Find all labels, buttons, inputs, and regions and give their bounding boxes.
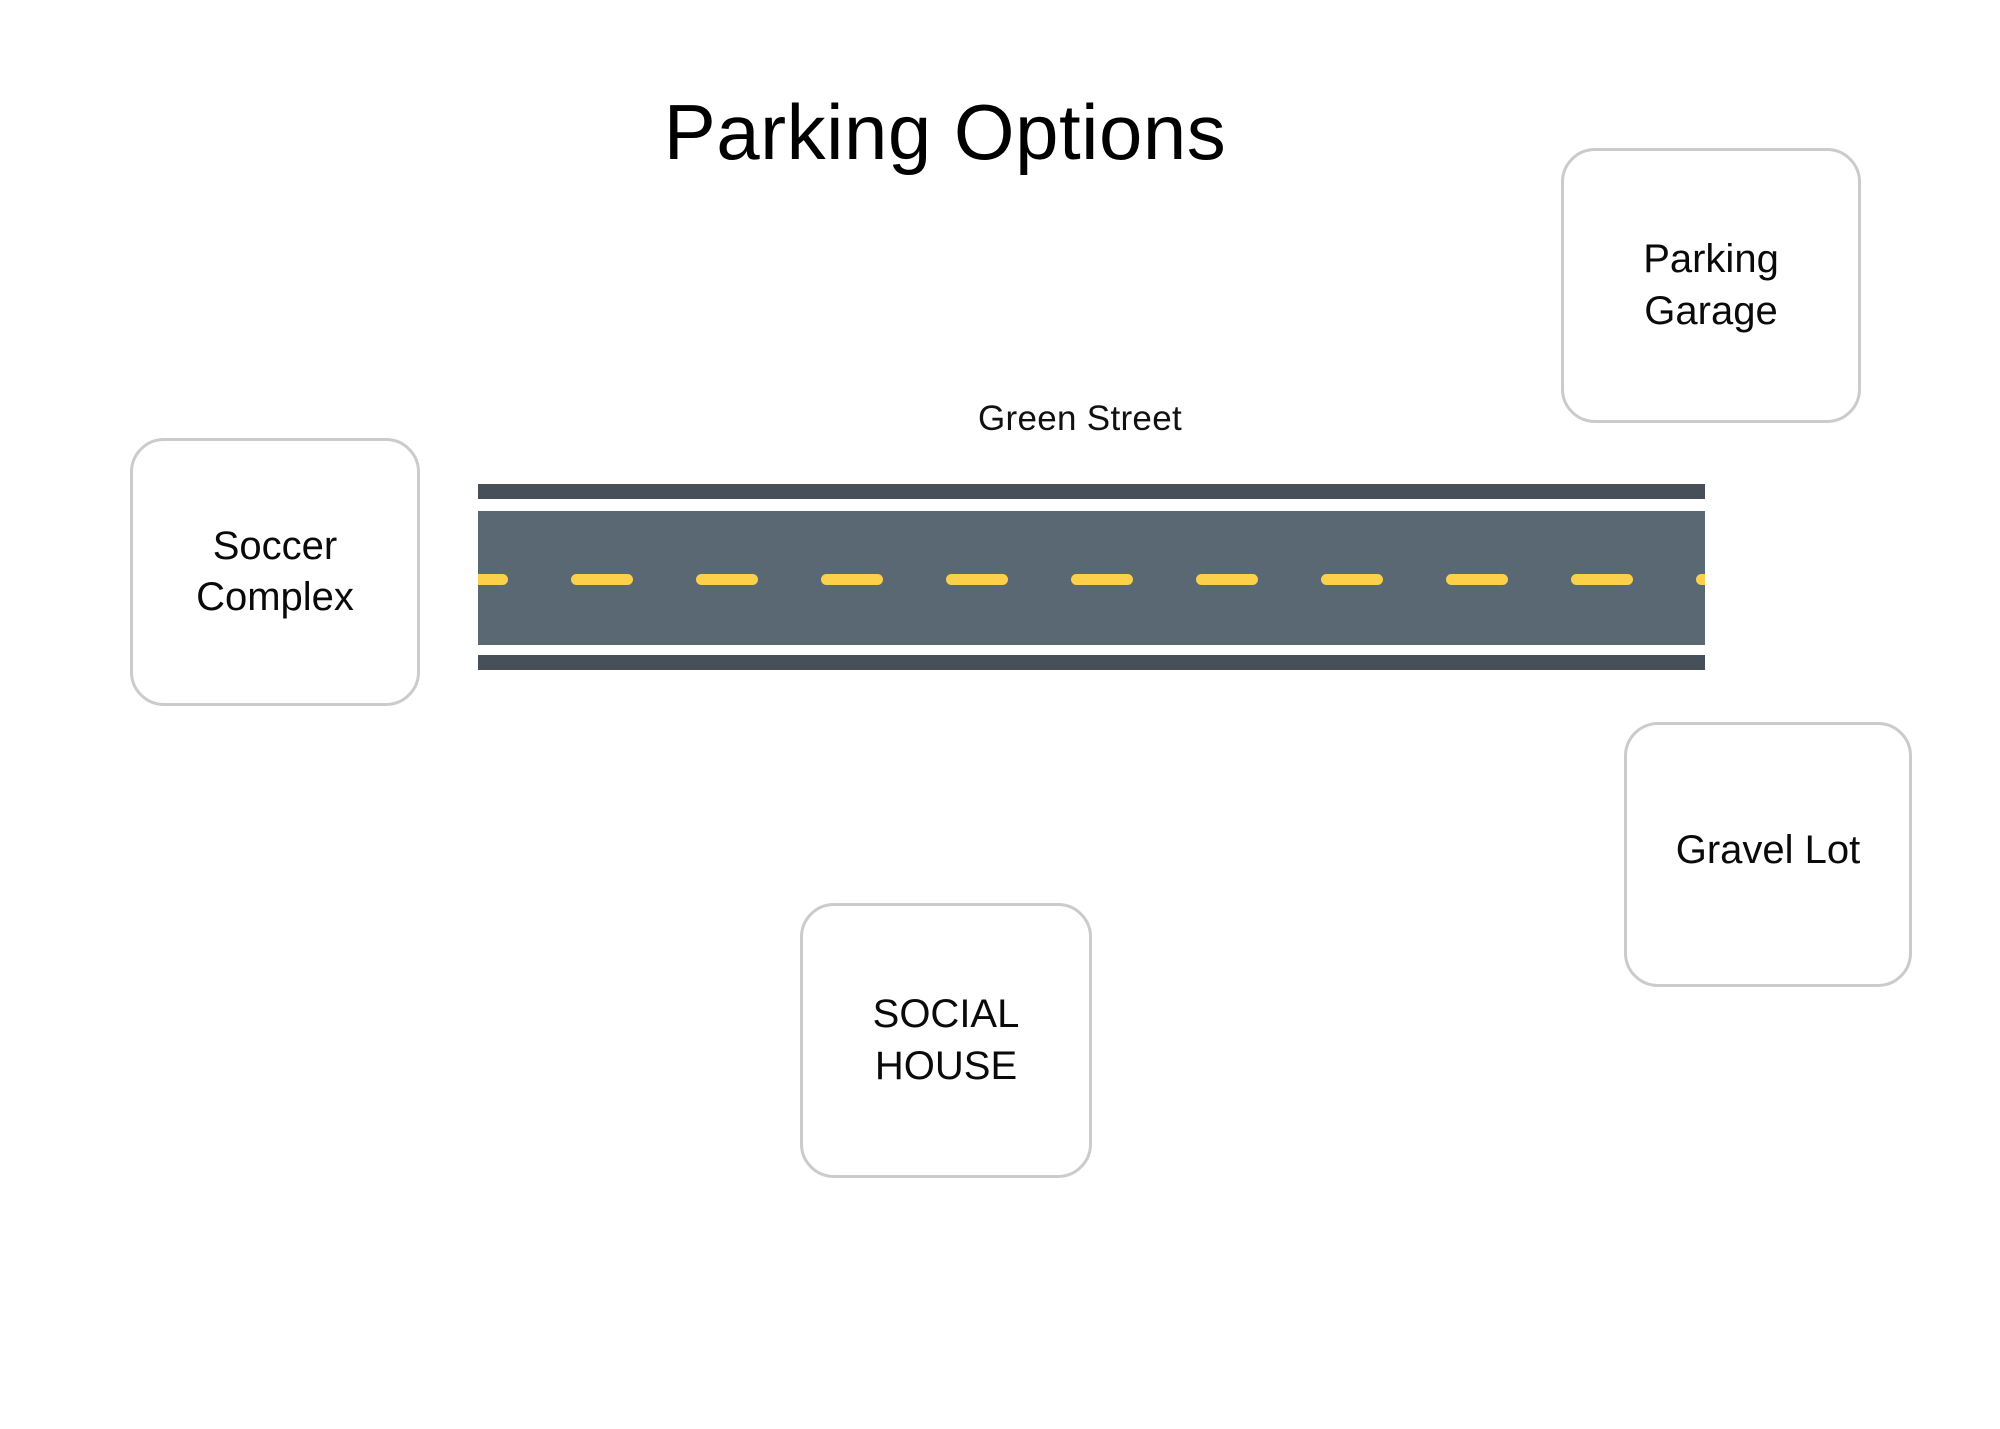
center-line-dash — [1571, 574, 1633, 585]
center-line-dash — [1071, 574, 1133, 585]
place-box-social-house[interactable]: SOCIAL HOUSE — [800, 903, 1092, 1178]
place-label-gravel-lot: Gravel Lot — [1675, 827, 1861, 872]
center-line-dash — [821, 574, 883, 585]
place-box-soccer-complex[interactable]: Soccer Complex — [130, 438, 420, 706]
center-line-dash — [1321, 574, 1383, 585]
road-curb-bottom — [478, 655, 1705, 670]
center-line-dash — [1446, 574, 1508, 585]
street-name-label: Green Street — [978, 399, 1182, 438]
place-box-gravel-lot[interactable]: Gravel Lot — [1624, 722, 1912, 987]
center-line-dash — [478, 574, 508, 585]
place-label-social-house: SOCIAL HOUSE — [872, 992, 1020, 1088]
center-line-dash — [696, 574, 758, 585]
place-box-parking-garage[interactable]: Parking Garage — [1561, 148, 1861, 423]
place-label-parking-garage: Parking Garage — [1643, 237, 1779, 333]
road-curb-top — [478, 484, 1705, 499]
center-line-dash — [1696, 574, 1705, 585]
center-line-dash — [946, 574, 1008, 585]
green-street-road — [478, 484, 1705, 670]
place-label-soccer-complex: Soccer Complex — [196, 523, 354, 619]
center-line-dash — [1196, 574, 1258, 585]
page-title: Parking Options — [663, 88, 1227, 176]
road-center-line — [478, 574, 1705, 585]
center-line-dash — [571, 574, 633, 585]
